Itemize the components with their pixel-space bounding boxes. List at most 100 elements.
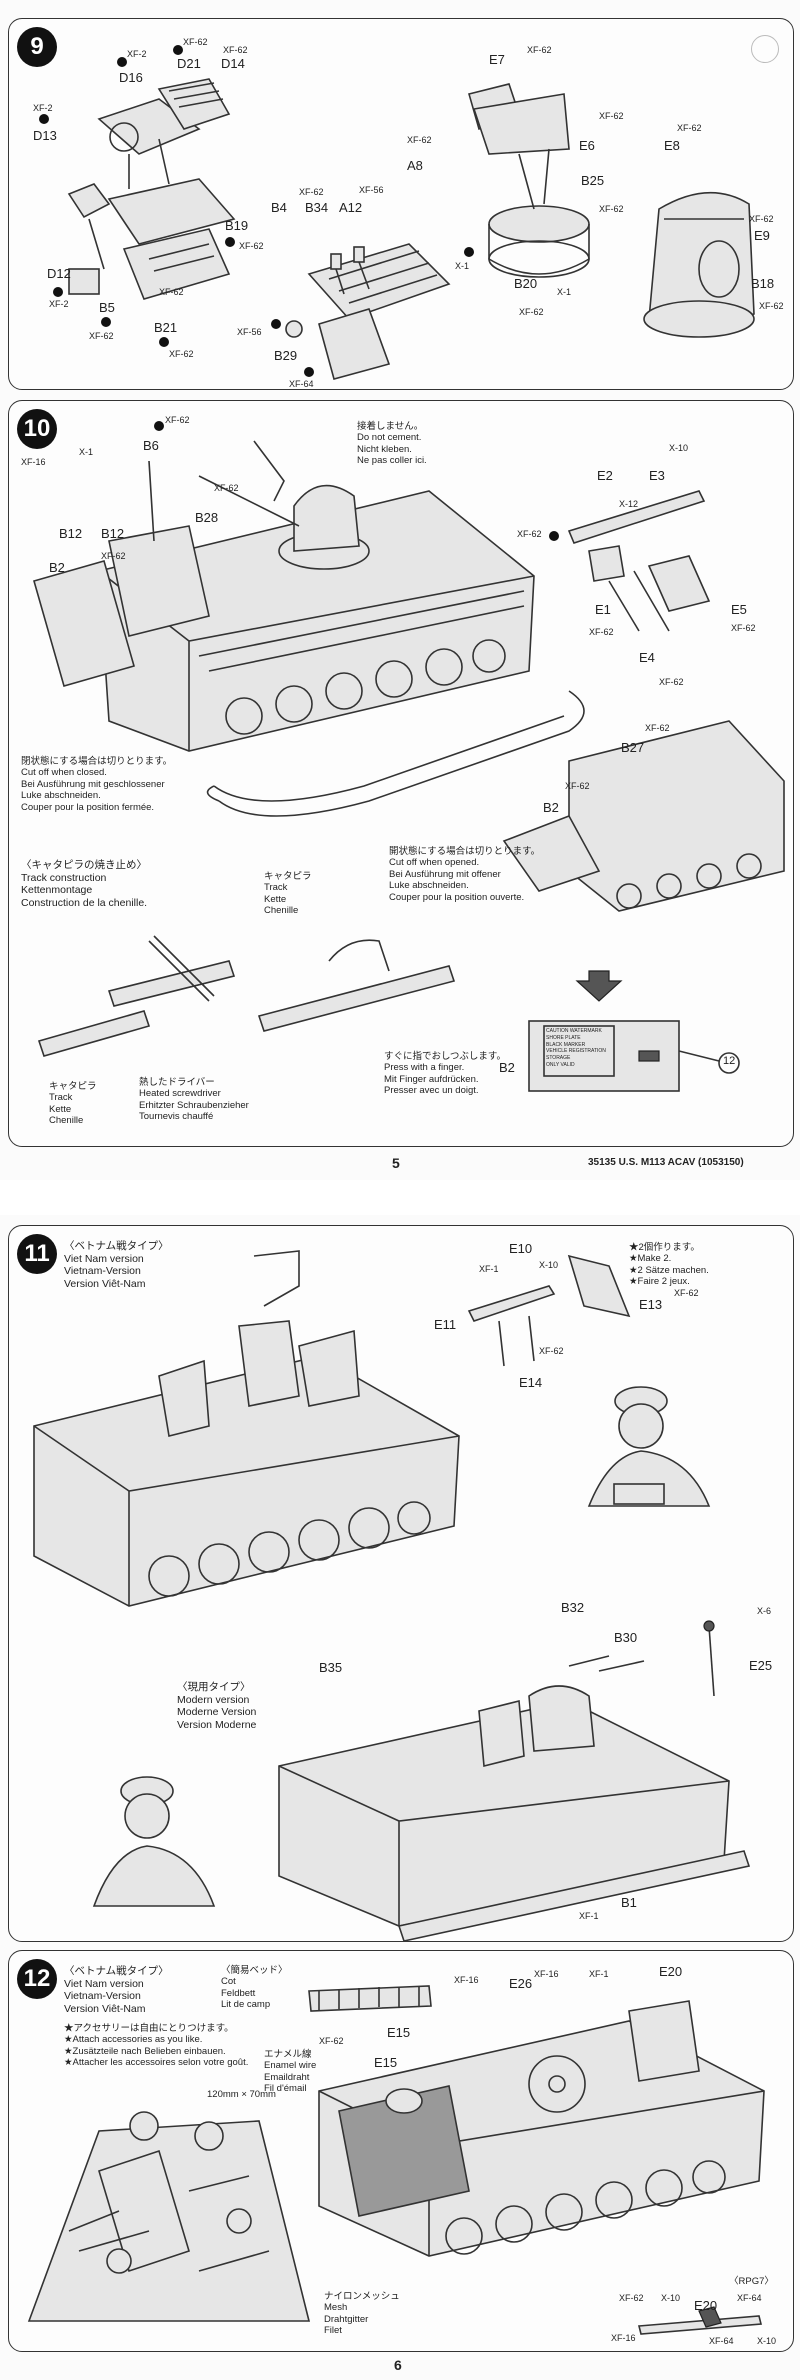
accessories-note: ★アクセサリーは自由にとりつけます。★Attach accessories as… bbox=[64, 2023, 249, 2069]
part-a8: A8 bbox=[407, 158, 423, 173]
paint-xf62: XF-62 bbox=[749, 214, 774, 224]
part-b27: B27 bbox=[621, 740, 645, 755]
paint-xf56: XF-56 bbox=[359, 185, 384, 195]
part-e3: E3 bbox=[649, 468, 665, 483]
part-e25: E25 bbox=[749, 1658, 773, 1673]
step-9-drawing bbox=[67, 78, 755, 380]
part-e13: E13 bbox=[639, 1297, 663, 1312]
paint-xf2: XF-2 bbox=[49, 299, 69, 309]
paint-dot bbox=[159, 337, 169, 347]
part-e26: E26 bbox=[509, 1976, 533, 1991]
part-b2: B2 bbox=[543, 800, 559, 815]
paint-x1: X-1 bbox=[79, 447, 94, 457]
press-finger-note: すぐに指でおしつぶします。Press with a finger.Mit Fin… bbox=[384, 1051, 506, 1097]
part-e14: E14 bbox=[519, 1375, 543, 1390]
paint-xf62: XF-62 bbox=[299, 187, 324, 197]
part-e15: E15 bbox=[374, 2055, 398, 2070]
paint-dot bbox=[53, 287, 63, 297]
paint-xf1: XF-1 bbox=[479, 1264, 499, 1274]
paint-xf62: XF-62 bbox=[223, 45, 248, 55]
step-12-drawing bbox=[27, 1985, 765, 2335]
part-b28: B28 bbox=[195, 510, 219, 525]
paint-xf62: XF-62 bbox=[645, 723, 670, 733]
paint-xf1: XF-1 bbox=[589, 1969, 609, 1979]
step-number: 12 bbox=[17, 1959, 57, 1999]
part-b12: B12 bbox=[101, 526, 125, 541]
part-b25: B25 bbox=[581, 173, 605, 188]
part-e4: E4 bbox=[639, 650, 655, 665]
paint-x10: X-10 bbox=[669, 443, 689, 453]
paint-xf62: XF-62 bbox=[159, 287, 184, 297]
paint-xf62: XF-62 bbox=[677, 123, 702, 133]
paint-dot bbox=[39, 114, 49, 124]
paint-xf62: XF-62 bbox=[565, 781, 590, 791]
part-b35: B35 bbox=[319, 1660, 343, 1675]
part-e15: E15 bbox=[387, 2025, 411, 2040]
paint-xf62: XF-62 bbox=[519, 307, 544, 317]
paint-xf2: XF-2 bbox=[33, 103, 53, 113]
step-10-panel: 10 bbox=[8, 400, 794, 1147]
paint-dot bbox=[225, 237, 235, 247]
paint-xf62: XF-62 bbox=[214, 483, 239, 493]
part-d14: D14 bbox=[221, 56, 245, 71]
part-b4: B4 bbox=[271, 200, 287, 215]
paint-xf62: XF-62 bbox=[659, 677, 684, 687]
paint-xf62: XF-62 bbox=[165, 415, 190, 425]
paint-xf62: XF-62 bbox=[517, 529, 542, 539]
page-footer: 35135 U.S. M113 ACAV (1053150) bbox=[588, 1157, 744, 1168]
part-b12: B12 bbox=[59, 526, 83, 541]
paint-xf56: XF-56 bbox=[237, 327, 262, 337]
decal-marker-12: 12 bbox=[723, 1055, 736, 1067]
paint-dot bbox=[101, 317, 111, 327]
part-b2: B2 bbox=[499, 1060, 515, 1075]
paint-x12: X-12 bbox=[619, 499, 639, 509]
tamiya-star-icon bbox=[751, 35, 779, 63]
paint-xf62: XF-62 bbox=[674, 1288, 699, 1298]
paint-xf62: XF-62 bbox=[89, 331, 114, 341]
step-11-drawing bbox=[33, 1250, 751, 1941]
part-e7: E7 bbox=[489, 52, 505, 67]
part-e1: E1 bbox=[595, 602, 611, 617]
part-b19: B19 bbox=[225, 218, 249, 233]
paint-dot bbox=[549, 531, 559, 541]
mesh-dimension: 120mm × 70mm bbox=[207, 2089, 276, 2100]
paint-xf62: XF-62 bbox=[527, 45, 552, 55]
paint-xf62: XF-62 bbox=[759, 301, 784, 311]
part-b6: B6 bbox=[143, 438, 159, 453]
paint-xf64: XF-64 bbox=[289, 379, 314, 389]
note-cut-off-opened: 開状態にする場合は切りとります。Cut off when opened.Bei … bbox=[389, 846, 541, 903]
paint-xf62: XF-62 bbox=[589, 627, 614, 637]
part-b2: B2 bbox=[49, 560, 65, 575]
paint-xf62: XF-62 bbox=[731, 623, 756, 633]
part-b34: B34 bbox=[305, 200, 329, 215]
part-e5: E5 bbox=[731, 602, 747, 617]
part-d12: D12 bbox=[47, 266, 71, 281]
step-number: 11 bbox=[17, 1234, 57, 1274]
part-b21: B21 bbox=[154, 320, 178, 335]
part-e9: E9 bbox=[754, 228, 770, 243]
step-10-drawing bbox=[33, 440, 785, 1092]
paint-xf64: XF-64 bbox=[709, 2336, 734, 2346]
paint-xf16: XF-16 bbox=[21, 457, 46, 467]
paint-xf62: XF-62 bbox=[169, 349, 194, 359]
part-b32: B32 bbox=[561, 1600, 585, 1615]
note-do-not-cement: 接着しません。Do not cement.Nicht kleben.Ne pas… bbox=[357, 421, 427, 467]
paint-dot bbox=[464, 247, 474, 257]
note-cut-off-closed: 閉状態にする場合は切りとります。Cut off when closed.Bei … bbox=[21, 756, 173, 813]
paint-x10: X-10 bbox=[539, 1260, 559, 1270]
step-number: 9 bbox=[17, 27, 57, 67]
page-number: 5 bbox=[392, 1155, 400, 1171]
paint-xf62: XF-62 bbox=[183, 37, 208, 47]
paint-xf62: XF-62 bbox=[239, 241, 264, 251]
part-e6: E6 bbox=[579, 138, 595, 153]
